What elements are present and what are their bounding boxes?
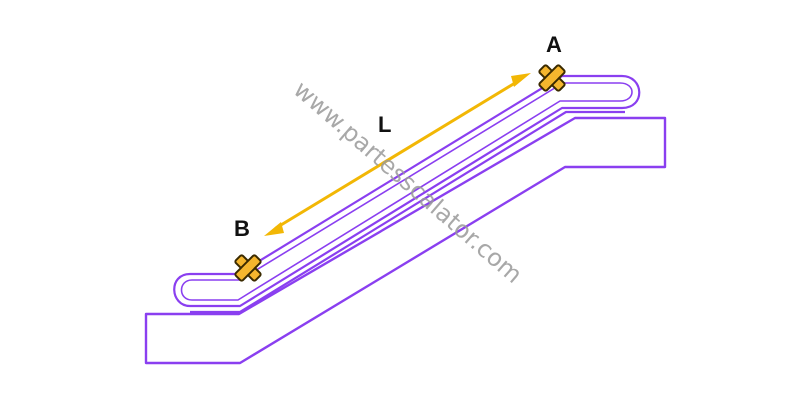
marker-a-x-icon bbox=[538, 64, 566, 92]
label-a: A bbox=[546, 32, 562, 57]
handrail-loop bbox=[173, 74, 641, 308]
label-length: L bbox=[378, 112, 391, 137]
handrail-inner-line bbox=[180, 82, 633, 301]
marker-b-x-icon bbox=[234, 254, 262, 282]
escalator-truss bbox=[144, 116, 667, 365]
label-b: B bbox=[234, 216, 250, 241]
length-arrow-icon bbox=[264, 73, 531, 236]
balustrade-inner-line bbox=[190, 110, 625, 314]
watermark-text: www.partesscalator.com bbox=[288, 75, 528, 289]
